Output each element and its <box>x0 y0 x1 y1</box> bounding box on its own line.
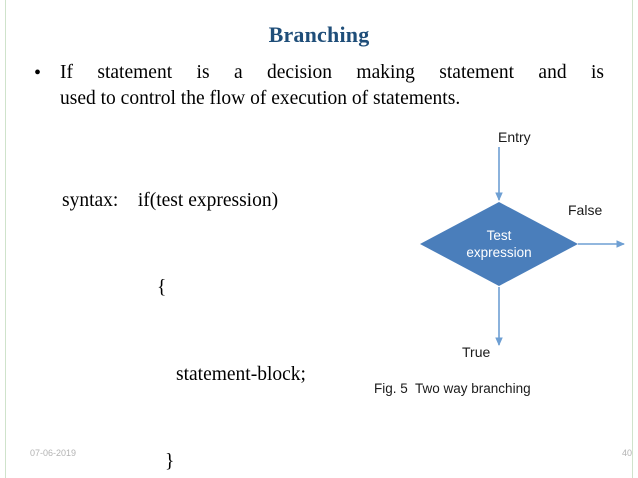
footer-date: 07-06-2019 <box>30 448 77 458</box>
syntax-code-block: syntax: if(test expression) { statement-… <box>62 128 306 478</box>
bullet-line-1: If statement is a decision making statem… <box>60 62 604 83</box>
flowchart-label-true: True <box>462 344 491 360</box>
syntax-line-open-brace: { <box>157 277 167 298</box>
figure-caption: Fig. 5 Two way branching <box>374 381 531 396</box>
syntax-line-close-brace: } <box>165 451 175 472</box>
flowchart-connectors <box>495 147 625 346</box>
bullet-marker-icon: • <box>34 62 42 84</box>
bullet-line-2: used to control the flow of execution of… <box>60 88 461 109</box>
bullet-text: If statement is a decision making statem… <box>60 60 604 112</box>
diamond-shape <box>420 202 578 286</box>
flowchart-decision-diamond: Test expression <box>420 202 578 286</box>
flowchart-two-way-branching: Entry False True Test expression <box>400 125 638 375</box>
right-edge-rule <box>632 0 633 478</box>
bullet-paragraph: • If statement is a decision making stat… <box>34 60 604 112</box>
flowchart-label-false: False <box>568 202 603 218</box>
syntax-line-declaration: syntax: if(test expression) <box>62 190 279 211</box>
syntax-line-statement-block: statement-block; <box>176 364 306 385</box>
slide-title: Branching <box>268 22 370 47</box>
footer-page-number: 40 <box>621 448 632 458</box>
flowchart-label-entry: Entry <box>498 129 531 145</box>
left-edge-rule <box>5 0 6 478</box>
bullet-row: • If statement is a decision making stat… <box>34 60 604 112</box>
